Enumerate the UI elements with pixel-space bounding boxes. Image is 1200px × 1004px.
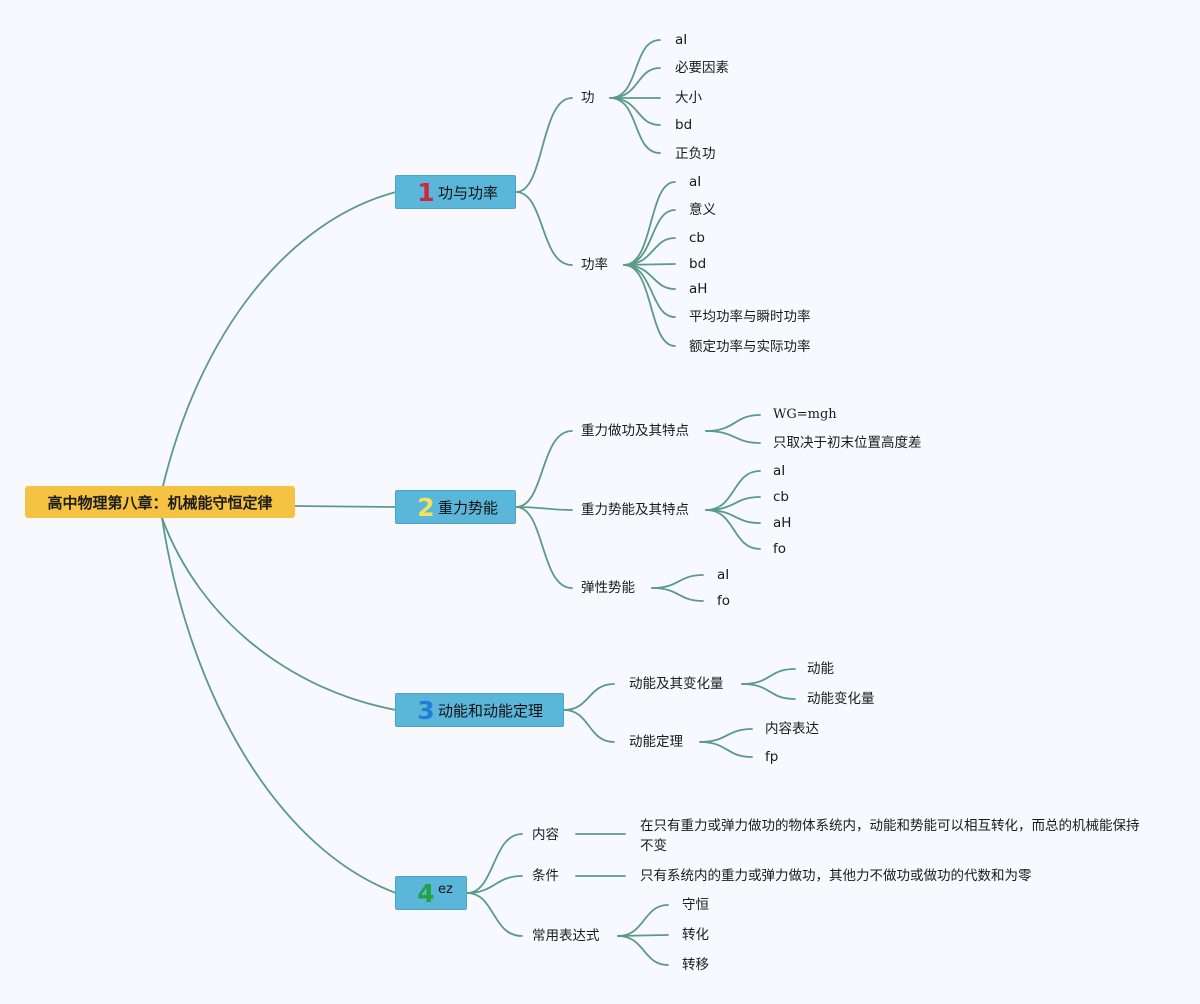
leaf-item[interactable]: fo <box>773 541 787 557</box>
node-zhongli-zuogong[interactable]: 重力做功及其特点 <box>581 423 689 439</box>
topic-node-4[interactable]: 4 ez <box>395 876 467 910</box>
connector-t2-shineng <box>515 506 573 511</box>
leaf-item[interactable]: 大小 <box>675 90 702 106</box>
node-biaodashi[interactable]: 常用表达式 <box>532 928 600 944</box>
connector-t4-neirong <box>466 833 523 894</box>
connector-shineng-children <box>705 470 761 550</box>
node-neirong[interactable]: 内容 <box>532 827 559 843</box>
leaf-item[interactable]: aI <box>717 567 730 583</box>
connector-t1-gong <box>515 97 573 193</box>
connector-gonglv-children <box>623 181 676 347</box>
node-dongneng[interactable]: 动能及其变化量 <box>629 676 724 692</box>
connector-dongneng-children <box>741 668 796 700</box>
number-two-icon: 2 <box>417 492 435 522</box>
node-tanxing[interactable]: 弹性势能 <box>581 580 635 596</box>
leaf-item[interactable]: 正负功 <box>675 146 716 162</box>
leaf-item[interactable]: 只取决于初末位置高度差 <box>773 435 922 451</box>
root-node[interactable]: 高中物理第八章：机械能守恒定律 <box>25 486 295 518</box>
leaf-item[interactable]: WG=mgh <box>773 407 837 422</box>
leaf-item[interactable]: 转化 <box>682 927 709 943</box>
connector-root-topic2 <box>294 505 397 508</box>
connector-t2-tanxing <box>515 506 573 589</box>
connector-biaodashi-children <box>617 904 669 966</box>
connector-dingli-children <box>699 728 753 758</box>
topic-node-3[interactable]: 3 动能和动能定理 <box>395 693 564 727</box>
leaf-item[interactable]: cb <box>689 230 705 246</box>
connector-tanxing-children <box>651 574 704 602</box>
leaf-item[interactable]: 平均功率与瞬时功率 <box>689 309 811 325</box>
leaf-item[interactable]: bd <box>689 256 707 272</box>
connector-gong-children <box>609 39 661 154</box>
leaf-item[interactable]: fp <box>765 749 779 765</box>
topic-label: ez <box>438 881 453 897</box>
topic-label: 重力势能 <box>438 498 499 517</box>
number-four-icon: 4 <box>417 878 435 908</box>
leaf-item[interactable]: 额定功率与实际功率 <box>689 339 811 355</box>
leaf-item[interactable]: 内容表达 <box>765 721 819 737</box>
leaf-item[interactable]: aI <box>773 463 786 479</box>
node-gong[interactable]: 功 <box>581 90 595 106</box>
connector-zuogong-children <box>705 414 761 444</box>
root-label: 高中物理第八章：机械能守恒定律 <box>47 493 273 512</box>
connector-t3-dongneng <box>563 683 615 711</box>
number-one-icon: 1 <box>417 177 435 207</box>
topic-node-2[interactable]: 2 重力势能 <box>395 490 516 524</box>
number-three-icon: 3 <box>417 695 435 725</box>
connector-t1-gonglv <box>515 191 573 266</box>
topic-label: 功与功率 <box>438 183 499 202</box>
leaf-item[interactable]: bd <box>675 117 693 133</box>
leaf-item[interactable]: 意义 <box>689 202 716 218</box>
node-tiaojian[interactable]: 条件 <box>532 868 559 884</box>
leaf-item[interactable]: 必要因素 <box>675 60 729 76</box>
leaf-item[interactable]: aI <box>675 32 688 48</box>
leaf-item[interactable]: 转移 <box>682 957 709 973</box>
leaf-item[interactable]: aH <box>689 281 708 297</box>
neirong-text: 在只有重力或弹力做功的物体系统内，动能和势能可以相互转化，而总的机械能保持不变 <box>640 818 1140 854</box>
topic-node-1[interactable]: 1 功与功率 <box>395 175 516 209</box>
topic-label: 动能和动能定理 <box>438 701 544 720</box>
connector-root-topic4 <box>161 517 397 894</box>
leaf-item[interactable]: aI <box>689 174 702 190</box>
tiaojian-text: 只有系统内的重力或弹力做功，其他力不做功或做功的代数和为零 <box>640 868 1032 884</box>
connector-t2-zuogong <box>515 430 573 508</box>
leaf-item[interactable]: aH <box>773 515 792 531</box>
leaf-item[interactable]: 动能 <box>807 661 834 677</box>
node-gonglv[interactable]: 功率 <box>581 257 608 273</box>
connector-t4-tiaojian <box>466 875 523 894</box>
connector-t3-dingli <box>563 709 615 743</box>
leaf-item[interactable]: 守恒 <box>682 897 709 913</box>
connector-root-topic1 <box>161 191 397 491</box>
leaf-item[interactable]: cb <box>773 489 789 505</box>
leaf-item[interactable]: fo <box>717 593 731 609</box>
connector-t4-biaodashi <box>466 892 523 937</box>
leaf-item[interactable]: 动能变化量 <box>807 691 875 707</box>
connector-root-topic3 <box>161 517 397 711</box>
node-dingli[interactable]: 动能定理 <box>629 734 683 750</box>
node-zhongli-shineng[interactable]: 重力势能及其特点 <box>581 502 689 518</box>
